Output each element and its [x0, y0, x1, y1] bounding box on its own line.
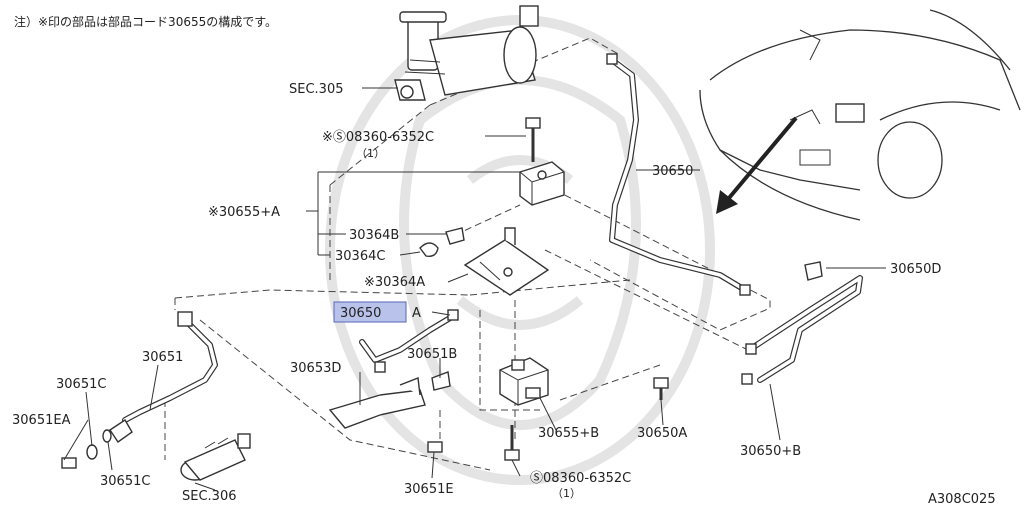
- label-30651c-top[interactable]: 30651C: [56, 377, 106, 392]
- washers-30651c: [86, 429, 112, 460]
- diagram-code: A308C025: [928, 492, 996, 507]
- slave-cylinder: [180, 433, 251, 481]
- clip-30651b: [431, 371, 451, 391]
- label-30650a[interactable]: 30650A: [637, 426, 687, 441]
- bolt-30651e: [427, 441, 443, 453]
- bracket-30653d: [328, 377, 426, 429]
- master-cylinder: [394, 5, 539, 101]
- label-30651c-bottom[interactable]: 30651C: [100, 474, 150, 489]
- label-bolt-top-qty: （1）: [356, 147, 385, 160]
- label-30655b[interactable]: 30655+B: [538, 426, 599, 441]
- label-bolt-top[interactable]: ※Ⓢ08360-6352C: [322, 130, 434, 145]
- bottom-bolt: [504, 425, 520, 461]
- label-30651b[interactable]: 30651B: [407, 347, 457, 362]
- label-30650b[interactable]: 30650+B: [740, 444, 801, 459]
- label-30650[interactable]: 30650: [652, 164, 693, 179]
- pipe-30650: [606, 53, 751, 296]
- label-30364b[interactable]: 30364B: [349, 228, 399, 243]
- top-bolt: [525, 117, 541, 162]
- label-30650d[interactable]: 30650D: [890, 262, 941, 277]
- label-30364a[interactable]: ※30364A: [364, 275, 425, 290]
- label-30651ea[interactable]: 30651EA: [12, 413, 71, 428]
- leader-lines: [63, 87, 886, 491]
- label-30655a[interactable]: ※30655+A: [208, 205, 280, 220]
- label-bolt-bottom[interactable]: Ⓢ08360-6352C: [530, 471, 631, 486]
- bolt-30651ea: [61, 457, 77, 469]
- label-30650a-selected[interactable]: 30650: [340, 306, 381, 321]
- clip-30364c: [419, 242, 439, 258]
- label-bolt-bottom-qty: （1）: [552, 487, 581, 500]
- selected-part-highlight[interactable]: [333, 301, 407, 323]
- label-sec306[interactable]: SEC.306: [182, 489, 237, 504]
- label-sec305[interactable]: SEC.305: [289, 82, 344, 97]
- label-30653d[interactable]: 30653D: [290, 361, 341, 376]
- label-30651e[interactable]: 30651E: [404, 482, 454, 497]
- label-30364c[interactable]: 30364C: [335, 249, 385, 264]
- junction-block-a: [519, 161, 565, 206]
- part-labels: SEC.305 ※Ⓢ08360-6352C （1） 30650 ※30655+A…: [12, 82, 996, 507]
- bolt-30650a: [653, 377, 669, 400]
- hose-30651: [109, 311, 218, 443]
- pipe-30650d: [741, 261, 863, 385]
- label-30650a-suffix: A: [412, 306, 421, 321]
- car-illustration: [699, 9, 1021, 221]
- bracket-30364a: [463, 227, 550, 296]
- header-note: 注）※印の部品は部品コード30655の構成です。: [14, 14, 277, 29]
- clip-30364b: [445, 227, 465, 245]
- label-30651[interactable]: 30651: [142, 350, 183, 365]
- junction-block-b: [499, 357, 549, 406]
